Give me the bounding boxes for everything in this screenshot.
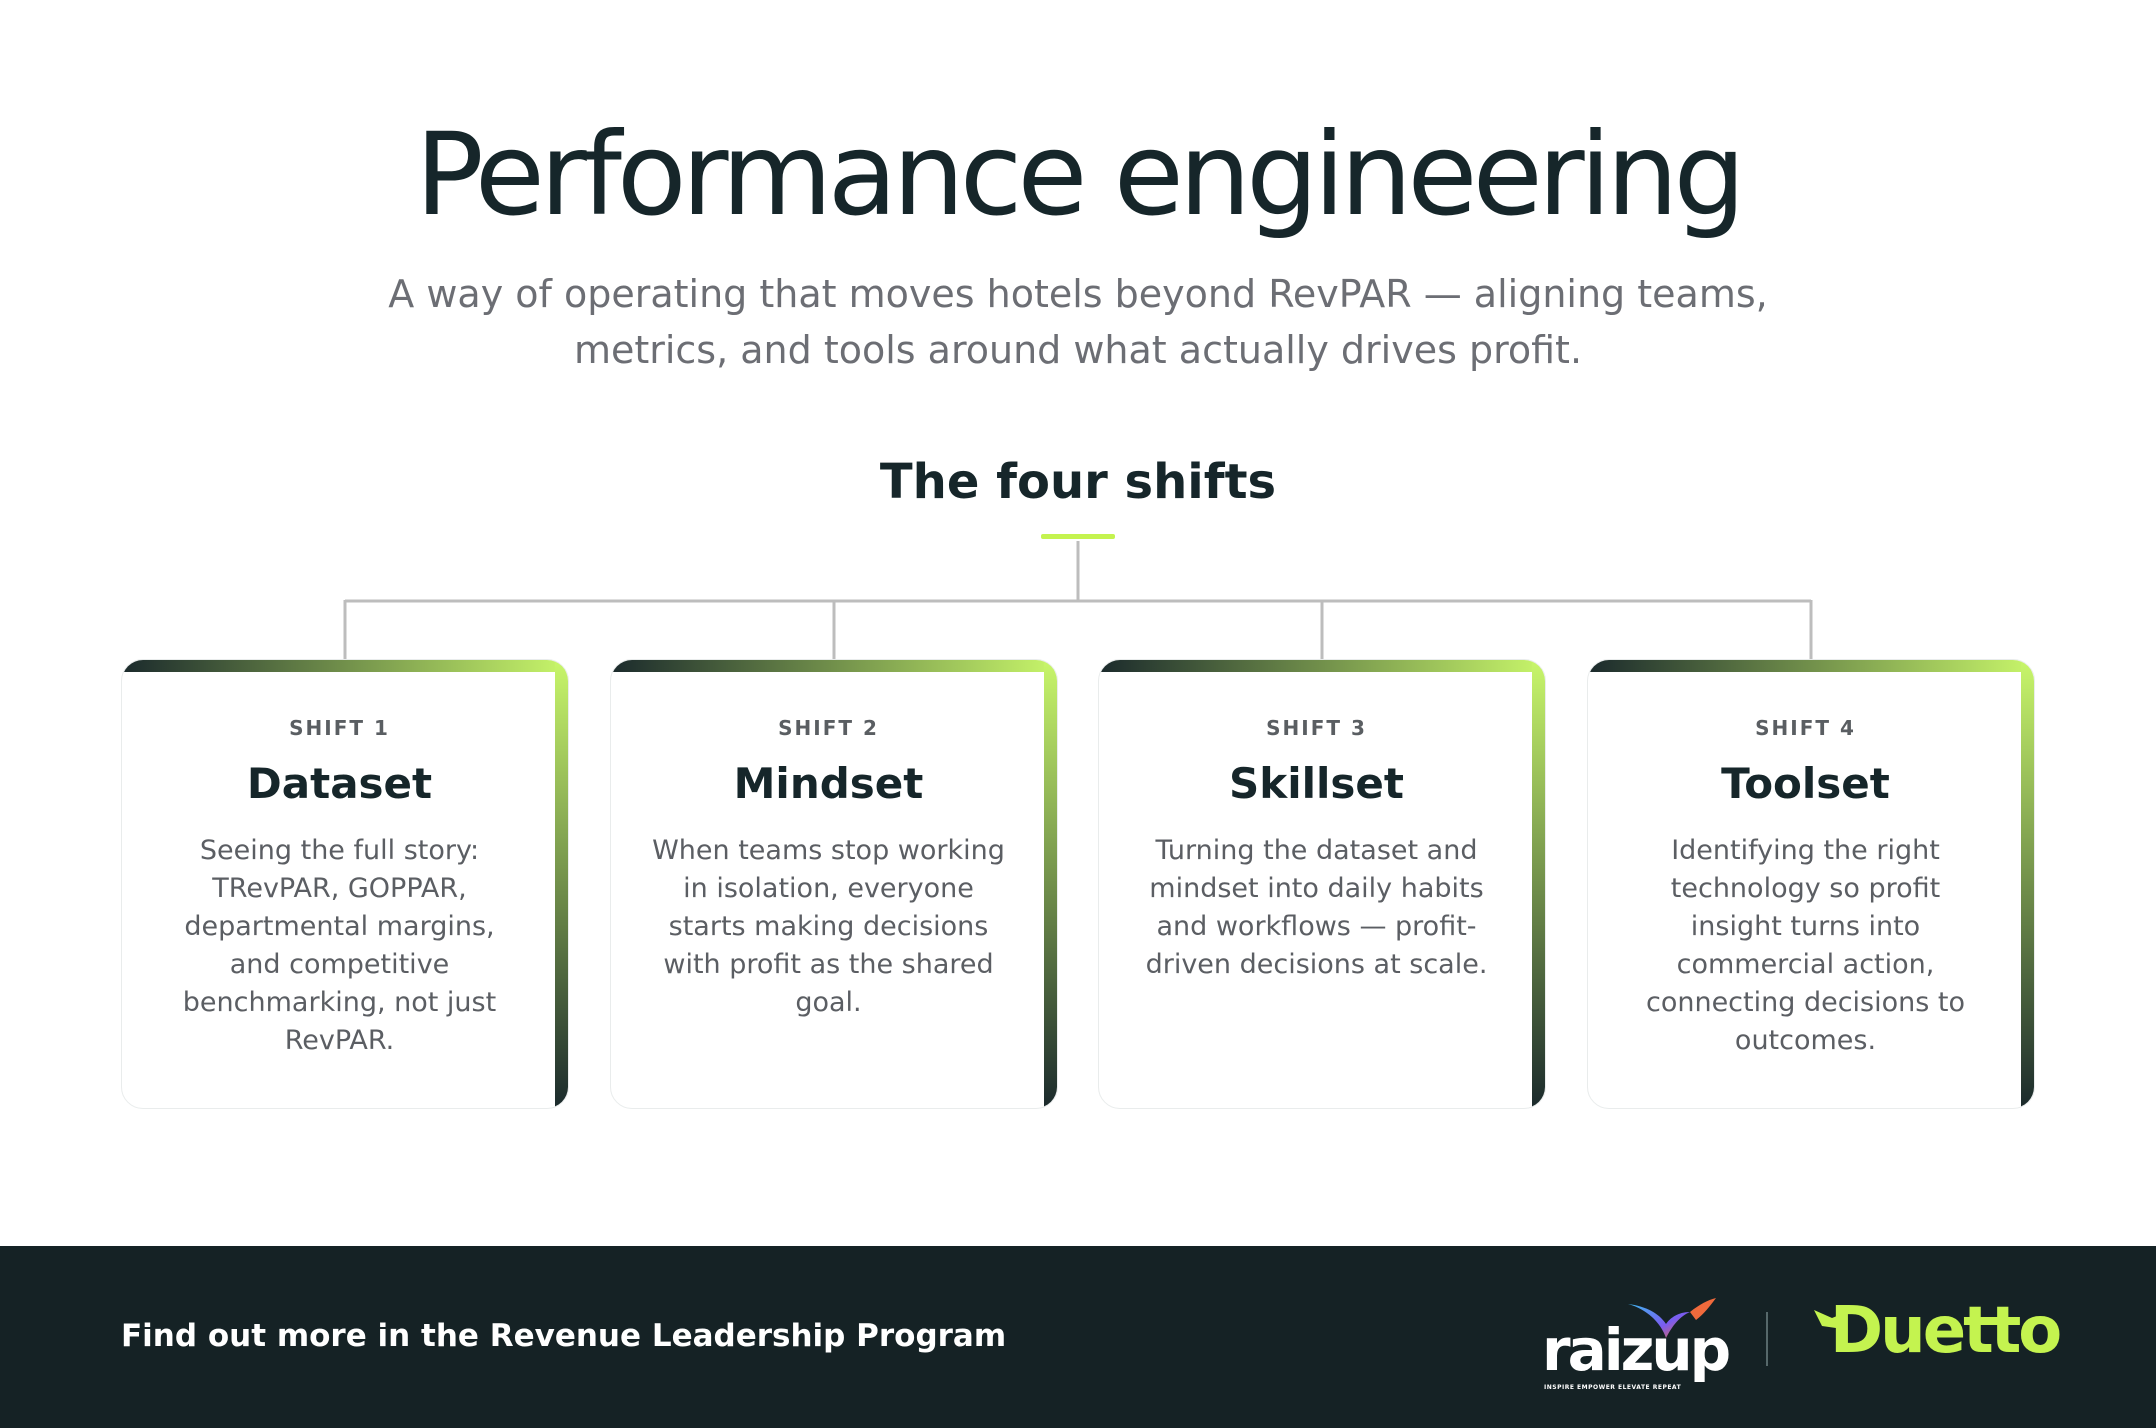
duetto-wordmark: Duetto [1830, 1294, 2062, 1368]
card-accent-top [1099, 660, 1545, 672]
card-accent-top [122, 660, 568, 672]
shift-label: SHIFT 3 [1266, 716, 1367, 740]
card-accent-top [1588, 660, 2034, 672]
raizup-tagline: INSPIRE EMPOWER ELEVATE REPEAT [1544, 1384, 1682, 1391]
raizup-bird-icon [1628, 1298, 1716, 1338]
shift-card-dataset: SHIFT 1 Dataset Seeing the full story: T… [121, 659, 569, 1109]
shift-name: Dataset [246, 759, 433, 808]
shift-name: Mindset [733, 759, 924, 808]
section-title: The four shifts [879, 454, 1277, 510]
shift-description: Identifying the right technology so prof… [1645, 835, 1966, 1056]
duetto-unicorn-icon [1814, 1310, 1842, 1328]
card-accent-right [1532, 660, 1545, 1108]
card-accent-top [611, 660, 1057, 672]
card-accent-right [1044, 660, 1057, 1108]
card-body: SHIFT 2 Mindset When teams stop working … [611, 660, 1046, 1108]
shift-description: Seeing the full story: TRevPAR, GOPPAR, … [182, 835, 497, 1056]
shift-description: When teams stop working in isolation, ev… [652, 835, 1005, 1018]
card-body: SHIFT 1 Dataset Seeing the full story: T… [122, 660, 557, 1108]
duetto-logo: Duetto [1812, 1290, 2062, 1370]
shift-label: SHIFT 1 [289, 716, 390, 740]
shift-name: Toolset [1721, 759, 1890, 808]
raizup-wordmark: raizup [1542, 1316, 1731, 1384]
footer-bar: Find out more in the Revenue Leadership … [0, 1246, 2156, 1428]
logo-divider [1766, 1312, 1768, 1366]
shift-label: SHIFT 2 [778, 716, 879, 740]
shift-description: Turning the dataset and mindset into dai… [1145, 835, 1488, 980]
card-body: SHIFT 4 Toolset Identifying the right te… [1588, 660, 2023, 1108]
shift-name: Skillset [1229, 759, 1404, 808]
shift-card-mindset: SHIFT 2 Mindset When teams stop working … [610, 659, 1058, 1109]
page-subtitle: A way of operating that moves hotels bey… [388, 272, 1768, 372]
connector-lines [343, 541, 1813, 659]
shift-card-toolset: SHIFT 4 Toolset Identifying the right te… [1587, 659, 2035, 1109]
footer-cta-text: Find out more in the Revenue Leadership … [121, 1318, 1007, 1354]
section-title-underline [1041, 534, 1115, 539]
card-accent-right [2021, 660, 2034, 1108]
card-accent-right [555, 660, 568, 1108]
raizup-logo: raizup INSPIRE EMPOWER ELEVATE REPEAT [1540, 1276, 1731, 1396]
card-body: SHIFT 3 Skillset Turning the dataset and… [1099, 660, 1534, 1108]
page-title: Performance engineering [415, 108, 1746, 241]
shift-label: SHIFT 4 [1755, 716, 1856, 740]
shift-card-skillset: SHIFT 3 Skillset Turning the dataset and… [1098, 659, 1546, 1109]
